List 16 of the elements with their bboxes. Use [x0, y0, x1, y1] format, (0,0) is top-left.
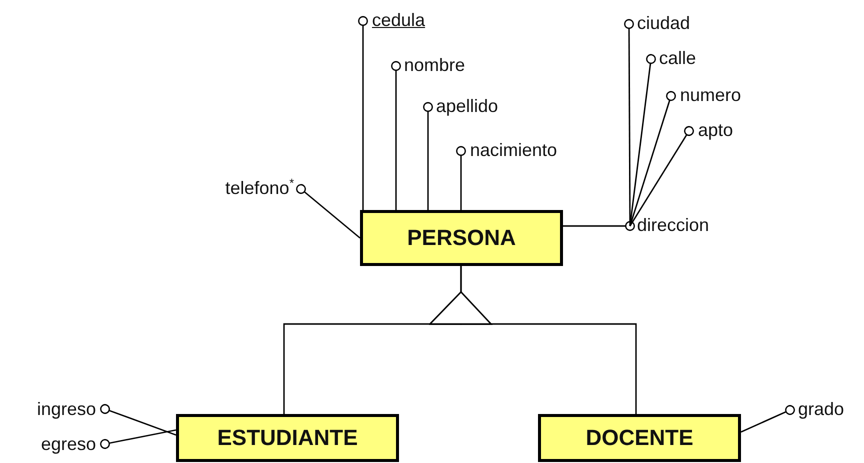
attribute-label: ciudad [637, 13, 690, 33]
entity-box: PERSONA [360, 210, 563, 266]
entity-box: ESTUDIANTE [176, 414, 399, 462]
attribute-label: telefono$^{*}$ [225, 178, 294, 198]
attribute-label: grado [798, 399, 844, 419]
attribute-label: apellido [436, 96, 498, 116]
attribute-label: apto [698, 120, 734, 140]
attribute-label: cedula [372, 10, 426, 30]
entity-box: DOCENTE [538, 414, 741, 462]
attribute-label: egreso [40, 434, 96, 454]
attribute-label: calle [659, 48, 696, 68]
attribute-label: direccion [637, 215, 710, 235]
attribute-label: nacimiento [470, 140, 558, 160]
attribute-label: numero [680, 85, 742, 105]
attribute-label: nombre [404, 55, 466, 75]
attribute-label: ingreso [36, 399, 96, 419]
